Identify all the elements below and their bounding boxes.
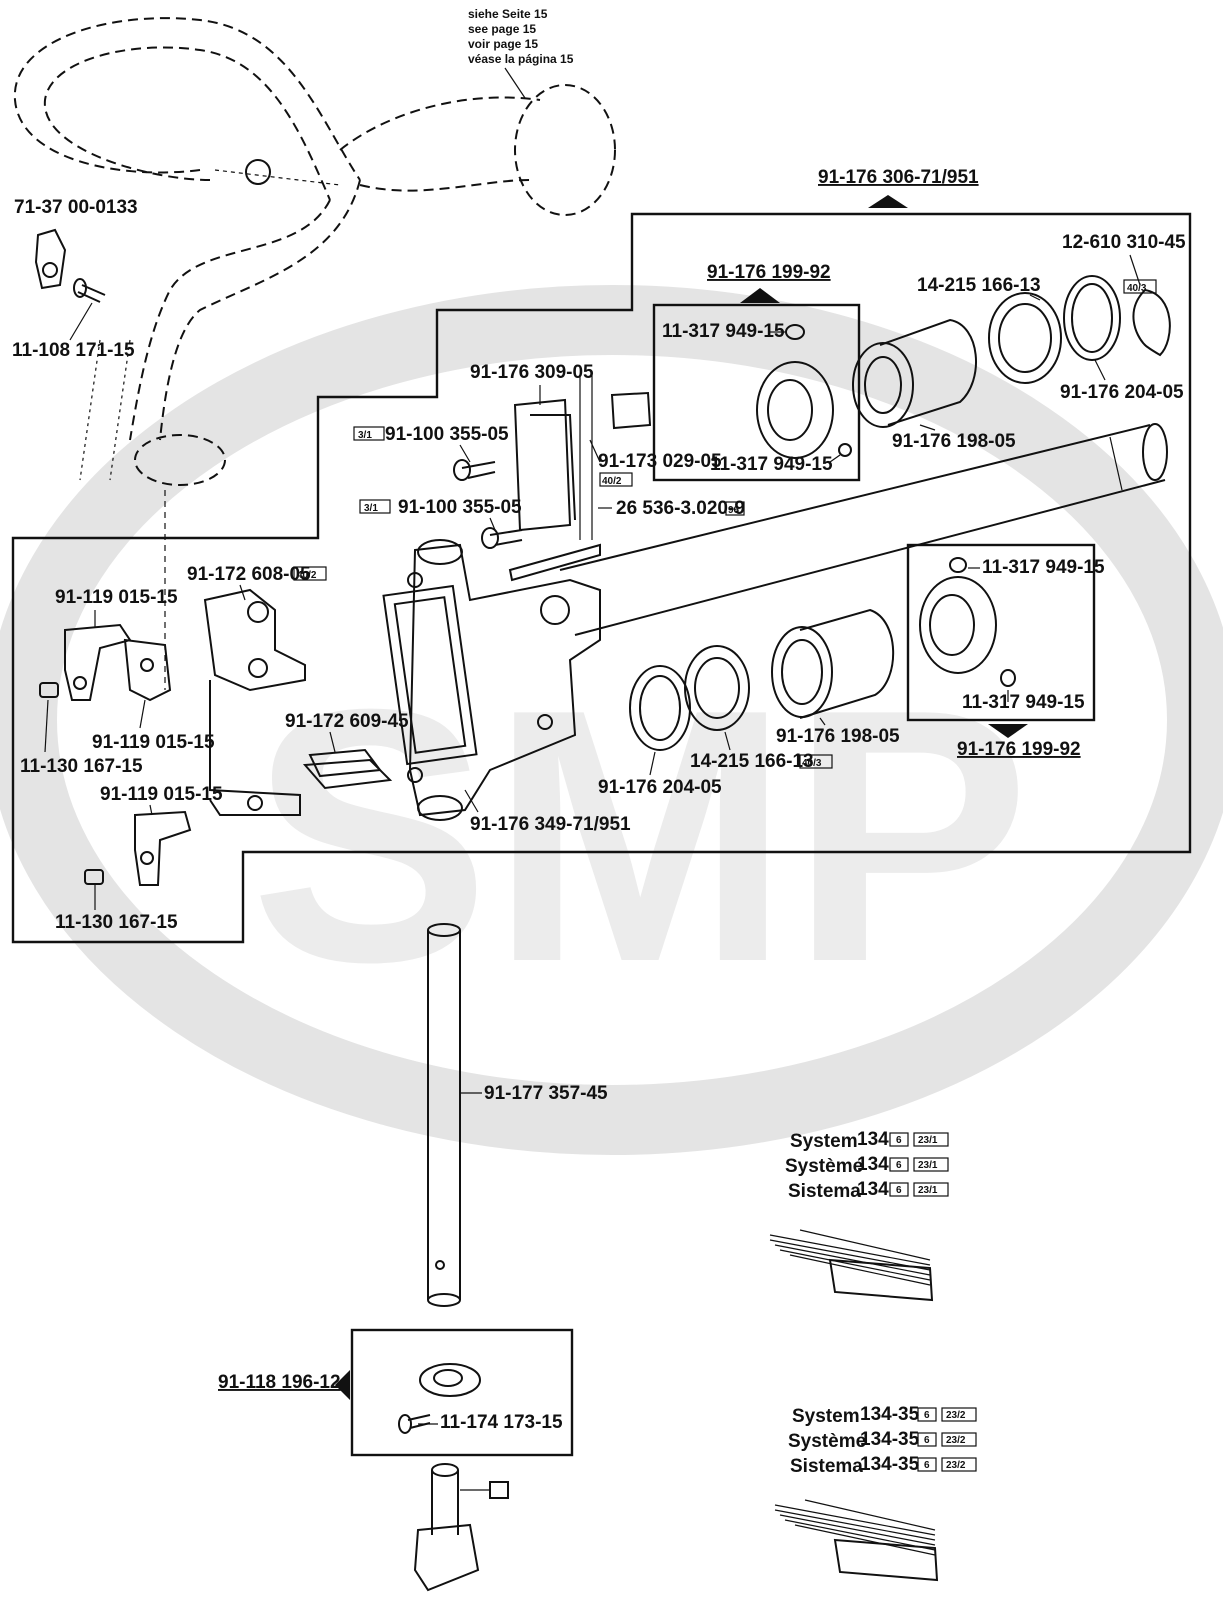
lever-assembly (453, 375, 652, 582)
system-2-ref2-0: 23/2 (946, 1410, 966, 1421)
label-washer-bottom: 91-176 204-05 (598, 777, 722, 798)
label-housing: 91-176 349-71/951 (470, 814, 631, 835)
label-washer-top: 91-176 204-05 (1060, 382, 1184, 403)
lower-bearing-parts (629, 608, 895, 751)
bracket-parts (34, 228, 393, 886)
system-1-ref1-0: 6 (896, 1135, 902, 1146)
label-angle-2: 91-119 015-15 (92, 732, 215, 753)
label-clamp-assembly: 91-118 196-12 (218, 1372, 341, 1393)
collar-right-pointer (988, 724, 1028, 738)
collar-top-parts (756, 324, 852, 459)
clamp-parts (398, 1363, 509, 1592)
system-2-word-2: Sistema (790, 1456, 863, 1477)
ref-boxes (293, 279, 1157, 769)
system-2-value-0: 134-35 (860, 1404, 920, 1425)
label-tube: 26 536-3.020-9 (616, 498, 745, 519)
system-2-ref2-2: 23/2 (946, 1460, 966, 1471)
label-wick-ref: 40/2 (602, 476, 622, 487)
label-retaining-ring: 12-610 310-45 (1062, 232, 1186, 253)
system-1-value-2: 134 (857, 1179, 889, 1200)
page-reference-note: siehe Seite 15 see page 15 voir page 15 … (468, 7, 574, 99)
housing (382, 539, 601, 821)
label-screw-c: 11-130 167-15 (20, 756, 143, 777)
system-1-ref2-1: 23/1 (918, 1160, 938, 1171)
label-main-assembly: 91-176 306-71/951 (818, 167, 979, 188)
shaft (559, 423, 1168, 636)
collar-top-pointer (740, 288, 780, 303)
upper-bearing-parts (852, 275, 1171, 428)
system-1-ref2-0: 23/1 (918, 1135, 938, 1146)
system-2-ref1-0: 6 (924, 1410, 930, 1421)
note-line-en: see page 15 (468, 22, 536, 36)
collar-top-frame (652, 303, 861, 482)
label-bracket-ref: 40/2 (297, 570, 317, 581)
label-bracket: 91-172 608-05 (187, 564, 311, 585)
system-1-ref1-1: 6 (896, 1160, 902, 1171)
label-angle-1: 91-119 015-15 (55, 587, 178, 608)
system-2-word-1: Système (788, 1431, 866, 1452)
main-assembly-frame (11, 212, 1192, 944)
clamp-frame (350, 1328, 574, 1457)
label-setscrew-right-a: 11-317 949-15 (982, 557, 1105, 578)
collar-right-frame (906, 543, 1096, 722)
label-felt: 91-172 609-45 (285, 711, 409, 732)
clamp-pointer (335, 1370, 350, 1400)
label-screw-b-ref: 3/1 (364, 503, 378, 514)
system-2-value-2: 134-35 (860, 1454, 920, 1475)
needle-bar (427, 923, 482, 1307)
label-setscrew-top-b: 11-317 949-15 (710, 454, 833, 475)
system-2-ref1-2: 6 (924, 1460, 930, 1471)
system-2-ref2-1: 23/2 (946, 1435, 966, 1446)
label-needle-bar: 91-177 357-45 (484, 1083, 608, 1104)
note-line-fr: voir page 15 (468, 37, 538, 51)
system-1-word-0: System (790, 1131, 858, 1152)
needle-system-table-1: System 134 6 23/1 Système 134 6 23/1 Sis… (785, 1129, 949, 1202)
label-screw-a-ref: 3/1 (358, 430, 372, 441)
system-1-ref1-2: 6 (896, 1185, 902, 1196)
needle-system-table-2: System 134-35 6 23/2 Système 134-35 6 23… (788, 1404, 977, 1477)
label-screw-a: 91-100 355-05 (385, 424, 509, 445)
system-2-word-0: System (792, 1406, 860, 1427)
label-tube-ref: 96 (728, 505, 740, 516)
system-1-ref2-2: 23/1 (918, 1185, 938, 1196)
collar-right-parts (919, 557, 1016, 687)
label-clamp-screw: 11-174 173-15 (440, 1412, 563, 1433)
labels: 91-176 306-71/951 91-176 199-92 91-176 1… (12, 167, 1186, 1433)
watermark-text: SMP (250, 635, 1030, 1037)
label-screw-d: 11-130 167-15 (55, 912, 178, 933)
label-bushing-bottom: 91-176 198-05 (776, 726, 900, 747)
system-1-value-1: 134 (857, 1154, 889, 1175)
label-bearing-bottom: 14-215 166-13 (690, 751, 814, 772)
system-2-value-1: 134-35 (860, 1429, 920, 1450)
label-clip-screw: 11-108 171-15 (12, 340, 135, 361)
label-bushing-top: 91-176 198-05 (892, 431, 1016, 452)
system-2-ref1-1: 6 (924, 1435, 930, 1446)
label-clip: 71-37 00-0133 (14, 197, 138, 218)
system-1-word-2: Sistema (788, 1181, 861, 1202)
label-collar-right-assembly: 91-176 199-92 (957, 739, 1081, 760)
label-setscrew-right-b: 11-317 949-15 (962, 692, 1085, 713)
system-1-value-0: 134 (857, 1129, 889, 1150)
needle-group-2 (774, 1499, 939, 1582)
main-assembly-pointer (868, 195, 908, 208)
label-screw-b: 91-100 355-05 (398, 497, 522, 518)
label-angle-3: 91-119 015-15 (100, 784, 223, 805)
leader-lines (44, 254, 1141, 1425)
note-line-de: siehe Seite 15 (468, 7, 548, 21)
needle-group-1 (769, 1229, 934, 1302)
label-bearing-top-ref: 40/3 (1127, 283, 1147, 294)
label-bearing-bottom-ref: 40/3 (802, 758, 822, 769)
system-1-word-1: Système (785, 1156, 863, 1177)
label-setscrew-top-a: 11-317 949-15 (662, 321, 785, 342)
note-line-es: véase la página 15 (468, 52, 574, 66)
label-wick: 91-173 029-05 (598, 451, 722, 472)
label-lever: 91-176 309-05 (470, 362, 594, 383)
label-bearing-top: 14-215 166-13 (917, 275, 1041, 296)
oil-line (13, 17, 616, 690)
label-collar-top-assembly: 91-176 199-92 (707, 262, 831, 283)
